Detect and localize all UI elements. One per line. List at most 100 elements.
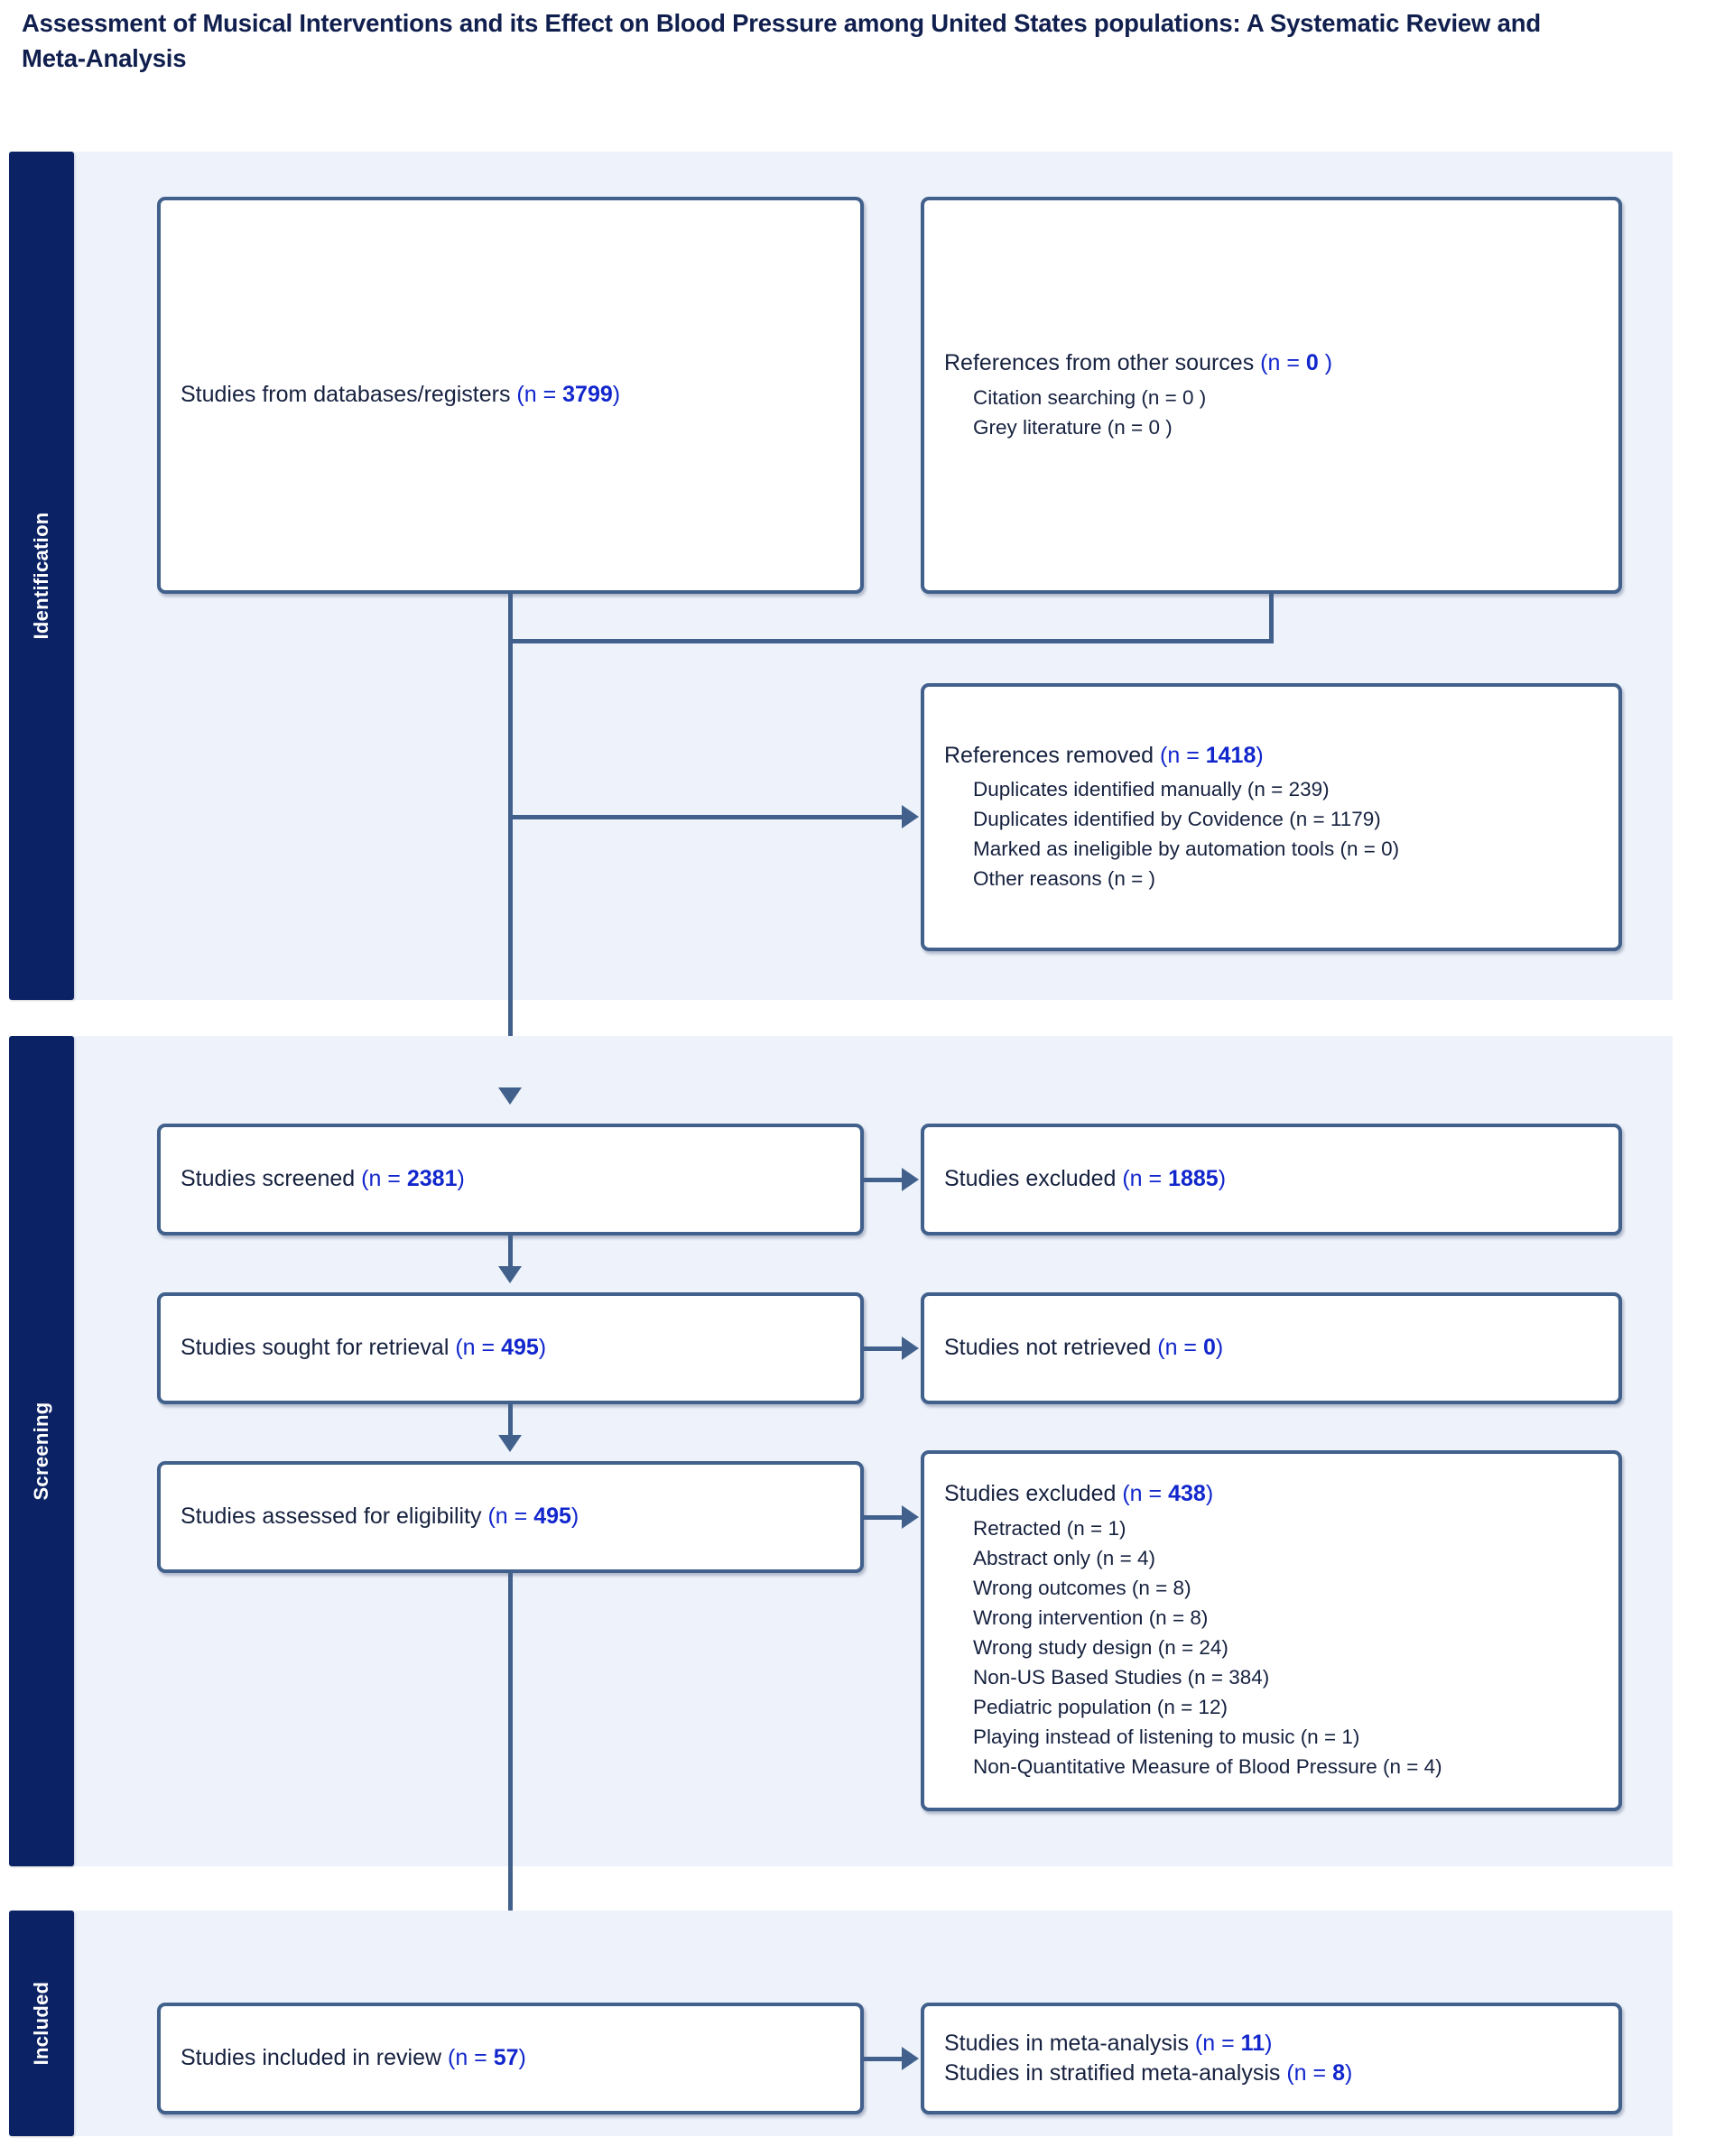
included-band-label: Included	[9, 1911, 74, 2136]
box-meta-analysis: Studies in meta-analysis (n = 11) Studie…	[921, 2003, 1622, 2114]
list-item: Retracted (n = 1)	[973, 1516, 1126, 1540]
box-other-sources-label: References from other sources	[944, 350, 1261, 376]
list-item: Playing instead of listening to music (n…	[973, 1726, 1360, 1749]
box-assessed-for-eligibility-inner: Studies assessed for eligibility (n = 49…	[161, 1502, 860, 1532]
box-meta-analysis-line2-count-value: 8	[1332, 2060, 1345, 2086]
box-references-removed-inner: References removed (n = 1418) Duplicates…	[924, 741, 1618, 894]
box-not-retrieved: Studies not retrieved (n = 0)	[921, 1292, 1622, 1404]
box-other-sources-count-open: (n =	[1260, 350, 1306, 376]
arrow-to-studies-screened	[498, 1087, 522, 1105]
box-studies-screened-count-value: 2381	[406, 1166, 458, 1192]
arrow-assessed-to-excluded	[902, 1505, 919, 1529]
box-included-in-review: Studies included in review (n = 57)	[157, 2003, 864, 2114]
box-meta-analysis-line2-label: Studies in stratified meta-analysis	[944, 2060, 1287, 2086]
connector-included-to-meta	[864, 2057, 904, 2061]
list-item: Wrong study design (n = 24)	[973, 1636, 1228, 1660]
box-included-in-review-count-open: (n =	[448, 2045, 494, 2071]
connector-merge-bar	[508, 639, 1274, 643]
box-meta-analysis-line1-label: Studies in meta-analysis	[944, 2030, 1195, 2056]
list-item: Duplicates identified manually (n = 239)	[973, 778, 1330, 801]
box-studies-excluded-eligibility-count-close: )	[1205, 1481, 1214, 1507]
box-studies-screened-count-close: )	[457, 1166, 465, 1192]
box-not-retrieved-title: Studies not retrieved (n = 0)	[944, 1333, 1599, 1364]
included-label-text: Included	[30, 1981, 52, 2066]
identification-label-text: Identification	[30, 512, 52, 640]
box-sought-for-retrieval-count-close: )	[538, 1335, 547, 1361]
box-assessed-for-eligibility: Studies assessed for eligibility (n = 49…	[157, 1461, 864, 1573]
box-not-retrieved-label: Studies not retrieved	[944, 1335, 1158, 1361]
box-databases-registers: Studies from databases/registers (n = 37…	[157, 197, 864, 594]
box-studies-excluded-screening-count-open: (n =	[1122, 1166, 1169, 1192]
box-references-removed-sublist: Duplicates identified manually (n = 239)…	[944, 774, 1599, 893]
box-sought-for-retrieval: Studies sought for retrieval (n = 495)	[157, 1292, 864, 1404]
box-other-sources: References from other sources (n = 0 ) C…	[921, 197, 1622, 594]
box-databases-count-close: )	[612, 382, 621, 408]
box-meta-analysis-line1-count-open: (n =	[1194, 2030, 1241, 2056]
page-title: Assessment of Musical Interventions and …	[22, 9, 1541, 73]
connector-main-trunk-identification	[508, 639, 513, 1087]
list-item: Marked as ineligible by automation tools…	[973, 837, 1400, 861]
box-studies-excluded-screening-count-value: 1885	[1168, 1166, 1219, 1192]
arrow-sought-to-not-retrieved	[902, 1337, 919, 1360]
arrow-screened-to-excluded	[902, 1168, 919, 1191]
box-references-removed: References removed (n = 1418) Duplicates…	[921, 683, 1622, 951]
box-studies-excluded-eligibility-count-value: 438	[1168, 1481, 1206, 1507]
box-meta-analysis-inner: Studies in meta-analysis (n = 11) Studie…	[924, 2029, 1618, 2089]
box-sought-for-retrieval-label: Studies sought for retrieval	[181, 1335, 456, 1361]
box-studies-excluded-screening-label: Studies excluded	[944, 1166, 1123, 1192]
box-studies-excluded-eligibility-label: Studies excluded	[944, 1481, 1123, 1507]
list-item: Grey literature (n = 0 )	[973, 415, 1173, 439]
connector-sought-to-assessed	[508, 1404, 513, 1442]
box-other-sources-count-close: )	[1318, 350, 1333, 376]
box-assessed-for-eligibility-count-open: (n =	[487, 1504, 534, 1530]
list-item: Wrong intervention (n = 8)	[973, 1606, 1209, 1630]
box-studies-screened-inner: Studies screened (n = 2381)	[161, 1164, 860, 1195]
list-item: Abstract only (n = 4)	[973, 1547, 1155, 1570]
box-databases-title: Studies from databases/registers (n = 37…	[181, 380, 840, 411]
box-included-in-review-count-close: )	[518, 2045, 526, 2071]
box-studies-excluded-screening-inner: Studies excluded (n = 1885)	[924, 1164, 1618, 1195]
box-assessed-for-eligibility-count-value: 495	[533, 1504, 571, 1530]
connector-to-references-removed	[508, 815, 904, 819]
list-item: Citation searching (n = 0 )	[973, 385, 1207, 409]
box-included-in-review-count-value: 57	[493, 2045, 519, 2071]
connector-databases-stub	[508, 591, 513, 643]
list-item: Non-Quantitative Measure of Blood Pressu…	[973, 1755, 1442, 1779]
box-assessed-for-eligibility-count-close: )	[570, 1504, 579, 1530]
box-not-retrieved-count-close: )	[1215, 1335, 1224, 1361]
box-databases-count-open: (n =	[516, 382, 563, 408]
box-references-removed-count-value: 1418	[1205, 742, 1256, 768]
box-databases-count-value: 3799	[562, 382, 613, 408]
box-sought-for-retrieval-inner: Studies sought for retrieval (n = 495)	[161, 1333, 860, 1364]
connector-screened-to-sought	[508, 1235, 513, 1273]
box-included-in-review-title: Studies included in review (n = 57)	[181, 2043, 840, 2074]
box-meta-analysis-line2: Studies in stratified meta-analysis (n =…	[944, 2059, 1599, 2089]
box-other-sources-count-value: 0	[1305, 350, 1319, 376]
box-databases-inner: Studies from databases/registers (n = 37…	[161, 380, 860, 411]
box-other-sources-sublist: Citation searching (n = 0 ) Grey literat…	[944, 383, 1599, 442]
box-included-in-review-inner: Studies included in review (n = 57)	[161, 2043, 860, 2074]
arrow-to-references-removed	[902, 805, 919, 828]
box-references-removed-label: References removed	[944, 742, 1161, 768]
box-studies-screened-count-open: (n =	[361, 1166, 407, 1192]
box-references-removed-count-open: (n =	[1160, 742, 1206, 768]
box-meta-analysis-line2-count-open: (n =	[1286, 2060, 1333, 2086]
list-item: Pediatric population (n = 12)	[973, 1696, 1228, 1719]
box-meta-analysis-line1: Studies in meta-analysis (n = 11)	[944, 2029, 1599, 2059]
box-studies-screened: Studies screened (n = 2381)	[157, 1124, 864, 1235]
connector-main-trunk-included	[508, 1573, 513, 1985]
list-item: Other reasons (n = )	[973, 867, 1155, 891]
box-not-retrieved-count-open: (n =	[1157, 1335, 1203, 1361]
box-studies-screened-title: Studies screened (n = 2381)	[181, 1164, 840, 1195]
connector-other-sources-stub	[1269, 591, 1274, 643]
box-studies-excluded-eligibility-sublist: Retracted (n = 1) Abstract only (n = 4) …	[944, 1513, 1599, 1782]
box-references-removed-title: References removed (n = 1418)	[944, 741, 1599, 772]
box-references-removed-count-close: )	[1256, 742, 1264, 768]
connector-screened-to-excluded	[864, 1178, 904, 1182]
arrow-to-assessed-eligibility	[498, 1435, 522, 1452]
box-studies-excluded-eligibility-inner: Studies excluded (n = 438) Retracted (n …	[924, 1479, 1618, 1781]
box-studies-excluded-eligibility-title: Studies excluded (n = 438)	[944, 1479, 1599, 1510]
box-meta-analysis-line1-count-close: )	[1265, 2030, 1273, 2056]
box-assessed-for-eligibility-title: Studies assessed for eligibility (n = 49…	[181, 1502, 840, 1532]
screening-band-label: Screening	[9, 1036, 74, 1866]
